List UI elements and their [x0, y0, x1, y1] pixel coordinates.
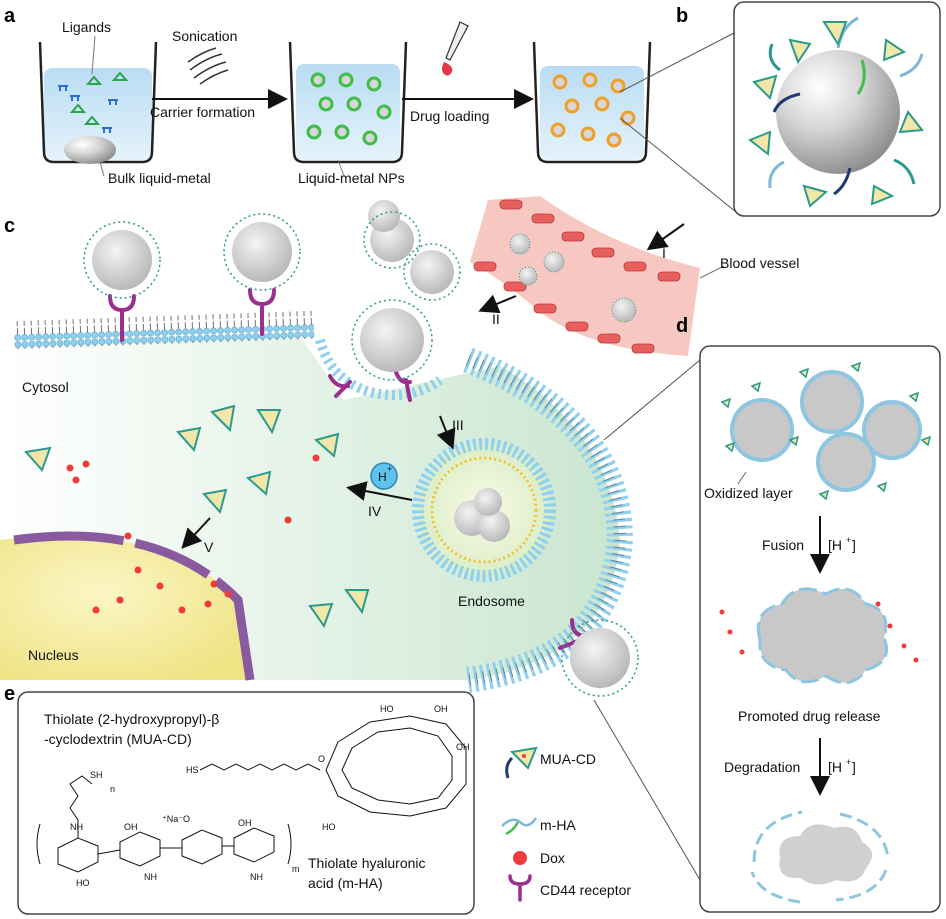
legend-m-ha: m-HA [540, 817, 576, 833]
degradation-label: Degradation [724, 759, 800, 775]
panel-b-letter: b [676, 5, 688, 27]
beaker-loaded [532, 41, 652, 164]
dox-icon [513, 851, 527, 865]
oxidized-layer-label: Oxidized layer [704, 485, 793, 501]
chem-o-ester: O [318, 754, 325, 764]
chem-m-sub: m [292, 864, 300, 874]
dox-molecules [66, 454, 320, 614]
degradation-cond-label: [H [828, 759, 842, 775]
m-ha-icon [501, 817, 538, 836]
fusion-cond-label: [H [828, 537, 842, 553]
blood-vessel [470, 196, 700, 356]
legend-dox: Dox [540, 850, 565, 866]
bulk-metal-blob [64, 136, 116, 164]
arrow-step-iv [346, 481, 413, 501]
mua-cd-title-line2: -cyclodextrin (MUA-CD) [44, 731, 192, 747]
h-plus-icon [370, 462, 398, 490]
drug-loading-label: Drug loading [410, 108, 489, 124]
chem-na-label: ⁺Na⁻O [162, 814, 190, 824]
fusion-cond-sup: + [846, 535, 851, 545]
cd44-receptor-icon [508, 874, 532, 902]
blood-vessel-label: Blood vessel [720, 255, 799, 271]
chem-oh-ha: OH [124, 822, 138, 832]
liquid-metal-np [776, 50, 900, 174]
chem-oh-right: OH [456, 742, 470, 752]
chem-oh-ha-2: OH [238, 818, 252, 828]
panel-d-letter: d [676, 315, 688, 337]
chem-n-sub: n [110, 784, 115, 794]
h-plus-label: H [378, 470, 387, 484]
fused-metal [756, 587, 889, 685]
membrane-bound-nps [83, 200, 639, 697]
fusion-label: Fusion [762, 537, 804, 553]
fusion-cond-close: ] [852, 537, 856, 553]
panel-b: b [676, 1, 941, 217]
step-iv-label: IV [368, 503, 382, 519]
chem-ho-ha: HO [76, 878, 90, 888]
carrier-formation-label: Carrier formation [150, 104, 255, 120]
chem-oh-top: OH [434, 704, 448, 714]
sonication-icon [187, 47, 229, 85]
panel-a: a Ligands Bulk liquid-metal [4, 5, 737, 213]
step-i-label: I [662, 245, 666, 261]
released-dox [719, 601, 919, 663]
endosome [412, 438, 556, 582]
free-cd-carriers [24, 404, 370, 629]
arrow-step-ii [478, 294, 517, 314]
nuclear-envelope [13, 531, 255, 681]
arrow-step-i [646, 223, 685, 251]
panel-c-letter: c [4, 215, 15, 237]
m-ha-structure [36, 775, 292, 873]
plasma-membrane-top [13, 310, 315, 350]
endocytic-pit-membrane [315, 338, 443, 401]
legend: MUA-CD m-HA Dox CD44 receptor [501, 746, 631, 902]
chem-nh-1: NH [70, 822, 83, 832]
nucleus [0, 536, 250, 680]
bulk-liquid-metal-label: Bulk liquid-metal [108, 170, 211, 186]
mua-cd-icon [505, 746, 538, 779]
degradation-cond-close: ] [852, 759, 856, 775]
oxidized-np-cluster [730, 370, 922, 492]
chem-hs: HS [186, 765, 199, 775]
arrow-step-v [181, 517, 211, 549]
legend-cd44: CD44 receptor [540, 882, 631, 898]
ligands-label: Ligands [62, 19, 111, 35]
m-ha-title-line2: acid (m-HA) [308, 875, 383, 891]
beaker-nps [288, 41, 408, 177]
arrow-step-iii [436, 415, 456, 450]
chem-nh-3: NH [250, 872, 263, 882]
step-iii-label: III [452, 417, 464, 433]
panel-e-letter: e [4, 683, 15, 705]
chem-ho-bottom: HO [322, 822, 336, 832]
liquid-metal-nps-label: Liquid-metal NPs [298, 170, 405, 186]
degraded-metal [750, 810, 890, 904]
step-ii-label: II [492, 311, 500, 327]
oxidized-cd-cones [720, 361, 932, 501]
chem-sh: SH [90, 770, 103, 780]
nucleus-label: Nucleus [28, 647, 79, 663]
panel-d: d Oxidized layer Fusion [H + ] Promoted … [593, 315, 941, 913]
legend-mua-cd: MUA-CD [540, 751, 596, 767]
m-ha-title-line1: Thiolate hyaluronic [308, 855, 426, 871]
h-plus-sup: + [387, 464, 392, 474]
panel-e: e Thiolate (2-hydroxypropyl)-β -cyclodex… [4, 683, 475, 915]
np-cd-cones [748, 21, 924, 208]
mua-cd-title-line1: Thiolate (2-hydroxypropyl)-β [44, 711, 219, 727]
sonication-label: Sonication [172, 28, 237, 44]
panel-a-letter: a [4, 5, 16, 27]
chem-nh-2: NH [144, 872, 157, 882]
pipette-icon [442, 21, 469, 76]
np-ligand-shell [768, 16, 924, 196]
beaker-ligands [38, 35, 158, 177]
chem-ho-top: HO [380, 704, 394, 714]
endosome-label: Endosome [458, 593, 525, 609]
step-v-label: V [204, 539, 214, 555]
promoted-release-label: Promoted drug release [738, 708, 881, 724]
mua-cd-structure [199, 715, 467, 817]
cytosol-label: Cytosol [22, 379, 69, 395]
degradation-cond-sup: + [846, 757, 851, 767]
panel-c: c [0, 196, 799, 697]
